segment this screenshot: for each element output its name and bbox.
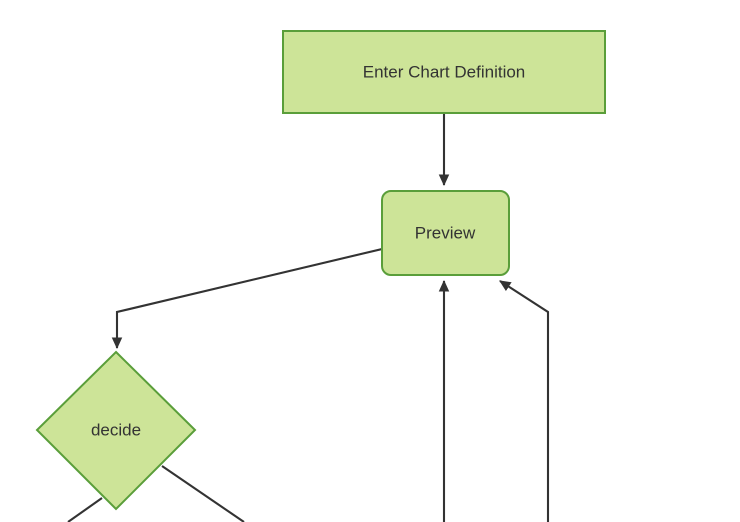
node-decide[interactable]: decide: [35, 350, 197, 511]
node-preview[interactable]: Preview: [381, 190, 510, 276]
edge-decide-down-left[interactable]: [67, 497, 103, 522]
edge-bottom-right-to-preview[interactable]: [499, 280, 550, 522]
node-enter-chart-definition-shape[interactable]: [282, 30, 606, 114]
node-decide-shape[interactable]: [35, 350, 197, 511]
node-preview-shape[interactable]: [381, 190, 510, 276]
edge-decide-down-right[interactable]: [161, 465, 245, 522]
edge-preview-to-decide[interactable]: [111, 247, 383, 350]
node-enter-chart-definition[interactable]: Enter Chart Definition: [282, 30, 606, 114]
node-enter-chart-definition-label: Enter Chart Definition: [363, 62, 526, 81]
edge-layer: [67, 113, 550, 522]
node-layer: Enter Chart Definition Preview decide: [35, 30, 606, 511]
node-preview-label: Preview: [415, 223, 476, 242]
node-decide-label: decide: [91, 420, 141, 439]
